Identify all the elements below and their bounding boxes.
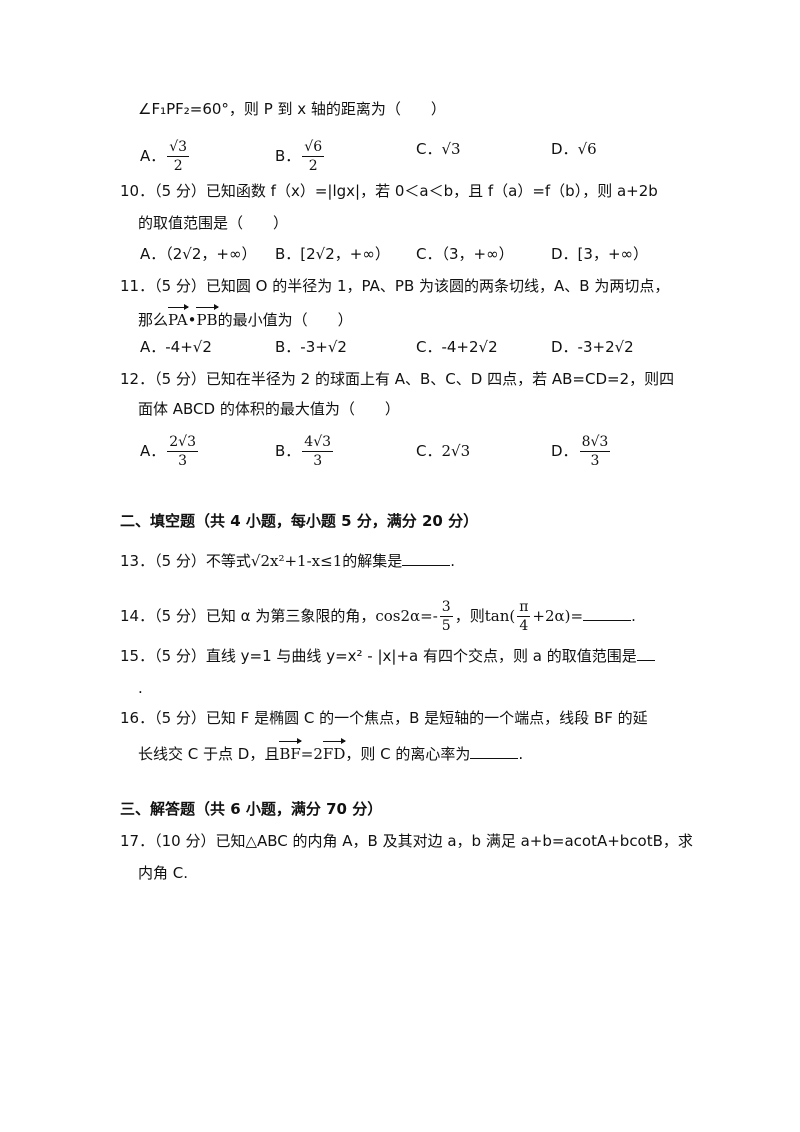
option-letter: A． xyxy=(140,147,166,165)
option-letter: B． xyxy=(275,442,301,460)
text: ，则 xyxy=(454,607,485,625)
q13-line: 13．（5 分）不等式√2x²+1-x≤1的解集是. xyxy=(120,550,455,572)
numerator: √3 xyxy=(167,139,190,157)
vector-pb: PB xyxy=(196,304,219,331)
option-letter: C． xyxy=(416,140,442,158)
q11-line2: 那么PA•PB的最小值为（ ） xyxy=(138,304,353,331)
option-letter: A． xyxy=(140,442,166,460)
text: 13．（5 分）不等式 xyxy=(120,552,251,570)
q12-line1: 12．（5 分）已知在半径为 2 的球面上有 A、B、C、D 四点，若 AB=C… xyxy=(120,370,675,388)
numerator: 3 xyxy=(439,599,453,617)
text: 的解集是 xyxy=(342,552,403,570)
q12-option-c: C．2√3 xyxy=(416,440,470,462)
q9-option-c: C．√3 xyxy=(416,138,461,160)
answer-blank xyxy=(583,606,632,621)
denominator: 4 xyxy=(519,618,529,634)
text: 的最小值为（ ） xyxy=(217,311,353,329)
text: 14．（5 分）已知 α 为第三象限的角， xyxy=(120,607,376,625)
text: . xyxy=(631,607,636,625)
q11-option-a: A．-4+√2 xyxy=(140,338,212,356)
denominator: 3 xyxy=(178,453,188,469)
numerator: √6 xyxy=(302,139,325,157)
text: 那么 xyxy=(138,311,169,329)
numerator: 4√3 xyxy=(302,434,334,452)
tan-expression-tail: +2α)= xyxy=(532,607,584,625)
q10-line1: 10．（5 分）已知函数 f（x）=|lgx|，若 0＜a＜b，且 f（a）=f… xyxy=(120,182,658,200)
option-letter: C． xyxy=(416,442,442,460)
vector-bf: BF xyxy=(279,738,303,765)
numerator: 8√3 xyxy=(579,434,611,452)
q15-line2: . xyxy=(138,679,143,697)
option-value: √3 xyxy=(441,140,461,158)
option-letter: D． xyxy=(551,442,578,460)
text: 长线交 C 于点 D，且 xyxy=(138,745,280,763)
numerator: 2√3 xyxy=(167,434,199,452)
denominator: 5 xyxy=(441,618,451,634)
q15-line1: 15．（5 分）直线 y=1 与曲线 y=x² - |x|+a 有四个交点，则 … xyxy=(120,645,655,667)
answer-blank xyxy=(402,551,451,566)
q10-line2: 的取值范围是（ ） xyxy=(138,214,289,232)
denominator: 3 xyxy=(590,453,600,469)
vector-pa: PA xyxy=(168,304,189,331)
q16-line1: 16．（5 分）已知 F 是椭圆 C 的一个焦点，B 是短轴的一个端点，线段 B… xyxy=(120,709,648,727)
denominator: 2 xyxy=(173,158,183,174)
answer-blank xyxy=(470,744,519,759)
text: . xyxy=(450,552,456,570)
q16-line2: 长线交 C 于点 D，且BF=2FD，则 C 的离心率为. xyxy=(138,738,524,765)
q11-option-d: D．-3+2√2 xyxy=(551,338,634,356)
q17-line2: 内角 C. xyxy=(138,864,189,882)
vector-fd: FD xyxy=(322,738,347,765)
option-value: √6 xyxy=(577,140,597,158)
inequality: √2x²+1-x≤1 xyxy=(250,552,343,570)
q10-option-b: B．[2√2，+∞） xyxy=(275,245,390,263)
dot-operator: • xyxy=(187,311,197,329)
cos-expression: cos2α=- xyxy=(375,607,438,625)
text: ，则 C 的离心率为 xyxy=(345,745,471,763)
q11-line1: 11．（5 分）已知圆 O 的半径为 1，PA、PB 为该圆的两条切线，A、B … xyxy=(120,277,670,295)
equals: =2 xyxy=(300,745,323,763)
q17-line1: 17．（10 分）已知△ABC 的内角 A，B 及其对边 a，b 满足 a+b=… xyxy=(120,832,693,850)
answer-blank xyxy=(636,646,655,661)
option-letter: B． xyxy=(275,147,301,165)
q9-tail: ∠F₁PF₂=60°，则 P 到 x 轴的距离为（ ） xyxy=(138,100,446,118)
q10-option-c: C．（3，+∞） xyxy=(416,245,514,263)
section-heading-fill-in: 二、填空题（共 4 小题，每小题 5 分，满分 20 分） xyxy=(120,512,479,530)
text: . xyxy=(518,745,524,763)
q9-option-d: D．√6 xyxy=(551,138,597,160)
q10-option-a: A．（2√2，+∞） xyxy=(140,245,257,263)
q10-option-d: D．[3，+∞） xyxy=(551,245,649,263)
option-letter: D． xyxy=(551,140,578,158)
denominator: 2 xyxy=(308,158,318,174)
denominator: 3 xyxy=(313,453,323,469)
section-heading-answer: 三、解答题（共 6 小题，满分 70 分） xyxy=(120,800,383,818)
text: 15．（5 分）直线 y=1 与曲线 y=x² - |x|+a 有四个交点，则 … xyxy=(120,647,637,665)
q11-option-b: B．-3+√2 xyxy=(275,338,347,356)
q12-line2: 面体 ABCD 的体积的最大值为（ ） xyxy=(138,400,400,418)
q11-option-c: C．-4+2√2 xyxy=(416,338,498,356)
tan-expression: tan( xyxy=(484,607,516,625)
numerator: π xyxy=(517,599,531,617)
option-value: 2√3 xyxy=(441,442,471,460)
